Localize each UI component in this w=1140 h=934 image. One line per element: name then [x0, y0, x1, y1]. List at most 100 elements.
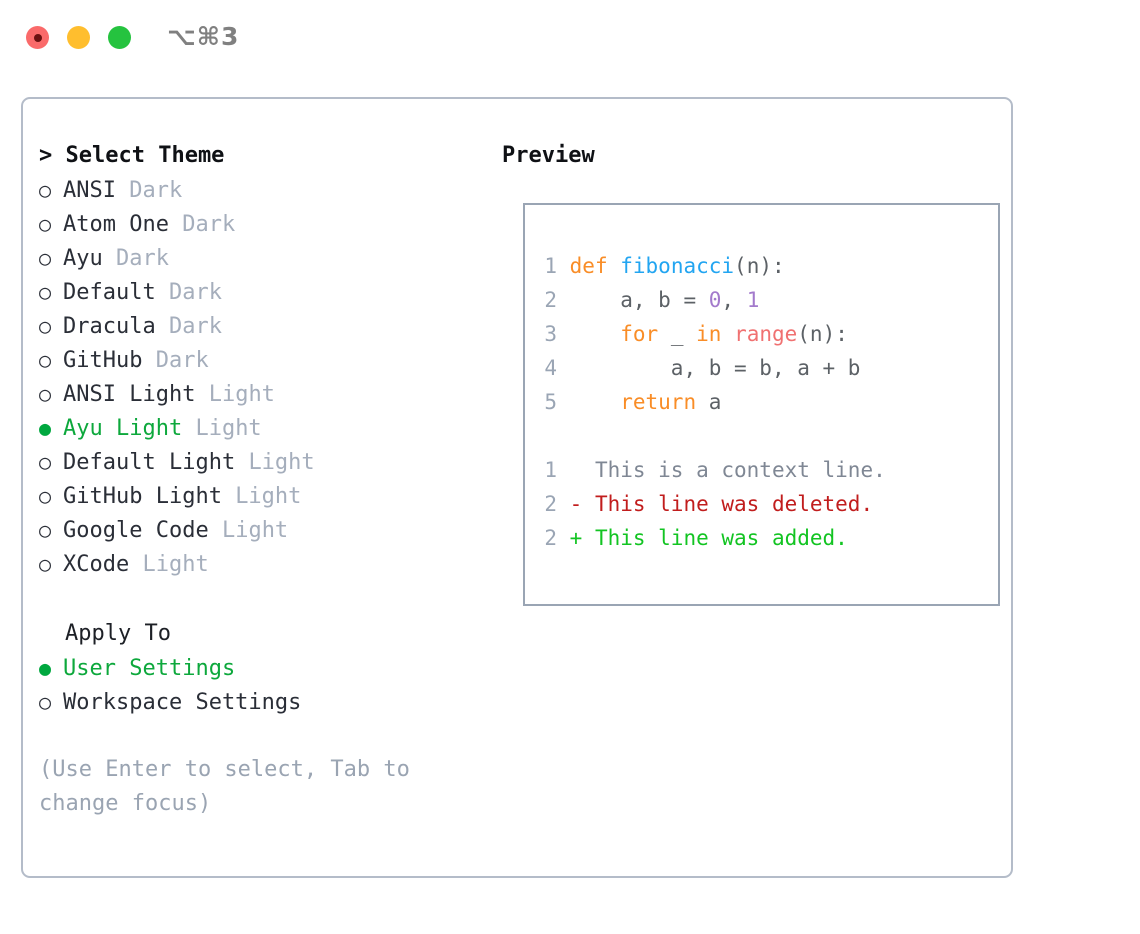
code-diff-separator: [541, 419, 886, 453]
radio-unselected-icon: ○: [39, 280, 52, 304]
theme-selector-column: > Select Theme ○ANSI Dark○Atom One Dark○…: [39, 139, 479, 821]
radio-unselected-icon: ○: [39, 484, 52, 508]
apply-to-option-user-settings[interactable]: ● User Settings: [39, 651, 479, 685]
title-bar: ⌥⌘3: [0, 0, 1140, 78]
theme-option-label: GitHub: [63, 348, 156, 373]
theme-option-kind: Light: [221, 518, 289, 543]
line-number: 4: [544, 356, 557, 380]
code-token: return: [620, 390, 697, 414]
theme-option-label: Ayu Light: [63, 416, 196, 441]
apply-to-option-label: Workspace Settings: [63, 690, 302, 715]
diff-line-text: This is a context line.: [569, 458, 886, 482]
apply-to-option-label: User Settings: [63, 656, 236, 681]
code-token: 1: [746, 288, 760, 312]
theme-list[interactable]: ○ANSI Dark○Atom One Dark○Ayu Dark○Defaul…: [39, 173, 479, 581]
close-button[interactable]: [26, 26, 49, 49]
radio-unselected-icon: ○: [39, 382, 52, 406]
code-token: for: [620, 322, 659, 346]
apply-to-list[interactable]: ● User Settings ○ Workspace Settings: [39, 651, 479, 719]
radio-unselected-icon: ○: [39, 212, 52, 236]
theme-option-github-light[interactable]: ○ GitHub Light Light: [39, 479, 479, 513]
line-number: 2: [544, 492, 557, 516]
radio-selected-icon: ●: [39, 416, 52, 440]
apply-to-section: Apply To ● User Settings ○ Workspace Settin…: [39, 617, 479, 719]
theme-option-label: GitHub Light: [63, 484, 236, 509]
code-token: [570, 390, 621, 414]
theme-option-kind: Light: [208, 382, 275, 407]
theme-option-ayu-light[interactable]: ●Ayu Light Light: [39, 411, 479, 445]
line-number: 5: [544, 390, 557, 414]
theme-option-kind: Light: [142, 552, 209, 577]
theme-option-kind: Dark: [129, 178, 183, 203]
code-line: 4 a, b = b, a + b: [541, 351, 886, 385]
content-panel: > Select Theme ○ANSI Dark○Atom One Dark○…: [21, 97, 1013, 878]
preview-header: Preview: [502, 143, 595, 168]
theme-option-label: ANSI Light: [63, 382, 209, 407]
code-token: _: [658, 322, 697, 346]
maximize-button[interactable]: [108, 26, 131, 49]
code-token: def: [569, 254, 608, 278]
diff-line: 2 + This line was added.: [541, 521, 886, 555]
line-number: 1: [544, 254, 557, 278]
theme-option-ayu[interactable]: ○ Ayu Dark: [39, 241, 479, 275]
theme-option-label: XCode: [63, 552, 143, 577]
theme-option-label: Default Light: [63, 450, 249, 475]
code-token: a: [696, 390, 722, 414]
radio-unselected-icon: ○: [39, 348, 52, 372]
theme-option-dracula[interactable]: ○Dracula Dark: [39, 309, 479, 343]
theme-option-label: Ayu: [63, 246, 116, 271]
line-number: 3: [544, 322, 557, 346]
theme-option-label: ANSI: [63, 178, 130, 203]
minimize-button[interactable]: [67, 26, 90, 49]
theme-option-kind: Light: [235, 484, 302, 509]
theme-option-ansi[interactable]: ○ANSI Dark: [39, 173, 479, 207]
radio-unselected-icon: ○: [39, 518, 52, 542]
window-controls: [26, 26, 131, 49]
theme-option-atom-one[interactable]: ○ Atom One Dark: [39, 207, 479, 241]
code-token: in: [696, 322, 722, 346]
code-token: (n):: [734, 254, 785, 278]
theme-option-google-code[interactable]: ○ Google Code Light: [39, 513, 479, 547]
diff-line-text: - This line was deleted.: [569, 492, 874, 516]
apply-to-header: Apply To: [65, 621, 171, 646]
keyboard-hint: (Use Enter to select, Tab to change focu…: [39, 757, 410, 816]
diff-line-text: + This line was added.: [569, 526, 848, 550]
line-number: 2: [544, 288, 557, 312]
code-line: 5 return a: [541, 385, 886, 419]
theme-option-ansi-light[interactable]: ○ ANSI Light Light: [39, 377, 479, 411]
radio-unselected-icon: ○: [39, 246, 52, 270]
theme-option-kind: Dark: [168, 314, 222, 339]
code-token: a, b =: [569, 288, 709, 312]
code-token: range: [734, 322, 798, 346]
code-token: a, b = b, a + b: [569, 356, 861, 380]
theme-option-github[interactable]: ○ GitHub Dark: [39, 343, 479, 377]
theme-option-kind: Dark: [168, 280, 222, 305]
radio-unselected-icon: ○: [39, 690, 52, 714]
code-token: [721, 322, 734, 346]
code-token: 0: [708, 288, 722, 312]
diff-line: 1 This is a context line.: [541, 453, 886, 487]
code-line: 2 a, b = 0, 1: [541, 283, 886, 317]
theme-option-label: Atom One: [63, 212, 183, 237]
code-line: 3 for _ in range(n):: [541, 317, 886, 351]
theme-option-kind: Dark: [115, 246, 169, 271]
theme-option-kind: Light: [248, 450, 315, 475]
theme-option-label: Google Code: [63, 518, 222, 543]
theme-option-default[interactable]: ○Default Dark: [39, 275, 479, 309]
code-line: 1 def fibonacci(n):: [541, 249, 886, 283]
radio-selected-icon: ●: [39, 656, 52, 680]
theme-option-kind: Dark: [155, 348, 209, 373]
apply-to-option-workspace-settings[interactable]: ○ Workspace Settings: [39, 685, 479, 719]
theme-option-kind: Dark: [182, 212, 236, 237]
theme-option-default-light[interactable]: ○Default Light Light: [39, 445, 479, 479]
code-token: ,: [721, 288, 747, 312]
theme-option-xcode[interactable]: ○XCode Light: [39, 547, 479, 581]
select-theme-header: > Select Theme: [39, 143, 225, 168]
code-token: (n):: [797, 322, 848, 346]
line-number: 1: [544, 458, 557, 482]
radio-unselected-icon: ○: [39, 314, 52, 338]
code-token: [608, 254, 621, 278]
